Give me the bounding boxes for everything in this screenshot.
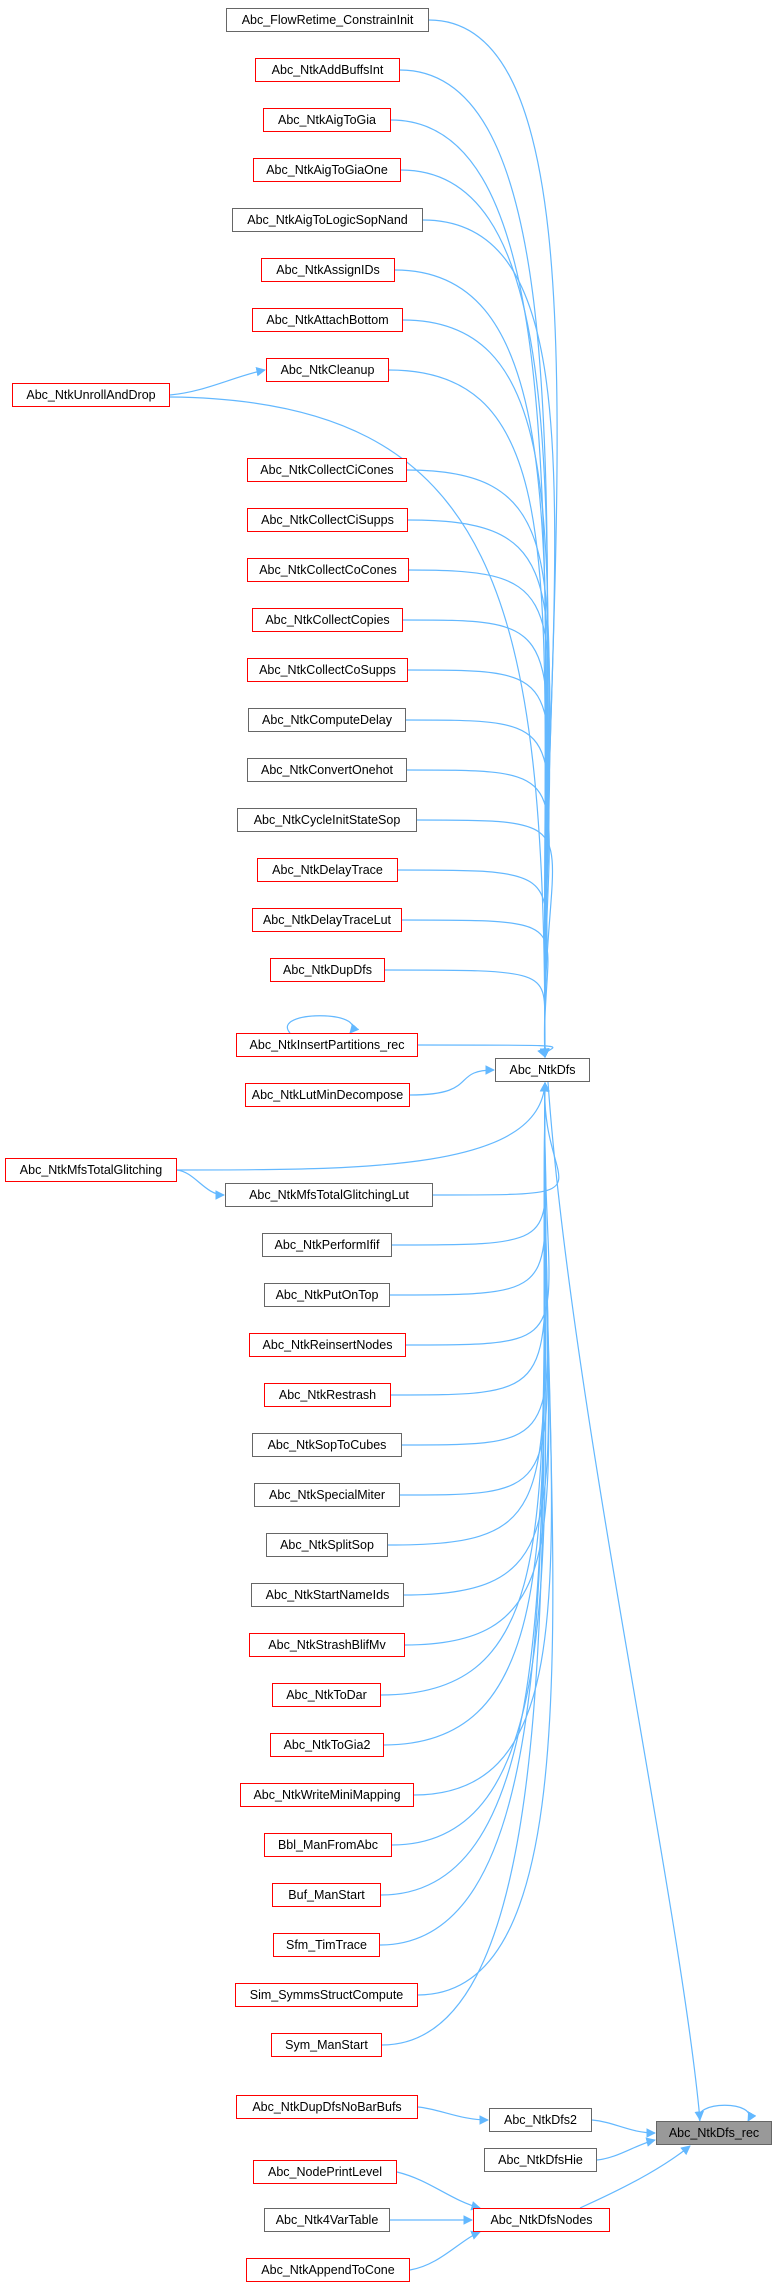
node-abc-ntkcollectcosupps[interactable]: Abc_NtkCollectCoSupps [247,658,408,682]
edge-n22-to-abc-ntkdfs [176,1082,550,1171]
edge-nodeprintlevel-to-dfsnodes [396,2171,481,2211]
edge-n11-to-abc-ntkdfs [408,569,551,1058]
node-abc-ntkdupdfsnobarbufs[interactable]: Abc_NtkDupDfsNoBarBufs [236,2095,418,2119]
edge-n5-to-abc-ntkdfs [394,269,550,1058]
node-abc-ntk4vartable[interactable]: Abc_Ntk4VarTable [264,2208,390,2232]
node-abc-ntkperformifif[interactable]: Abc_NtkPerformIfif [262,1233,392,1257]
node-abc-ntkattachbottom[interactable]: Abc_NtkAttachBottom [252,308,403,332]
node-abc-ntkdfs[interactable]: Abc_NtkDfs [495,1058,590,1082]
node-abc-ntkdupdfs[interactable]: Abc_NtkDupDfs [270,958,385,982]
node-buf-manstart[interactable]: Buf_ManStart [272,1883,381,1907]
edge-mfstotalglitching-to-lut [176,1169,225,1200]
node-abc-ntkconvertonehot[interactable]: Abc_NtkConvertOnehot [247,758,407,782]
node-abc-ntkaddbuffsint[interactable]: Abc_NtkAddBuffsInt [255,58,400,82]
node-abc-ntkcollectcocones[interactable]: Abc_NtkCollectCoCones [247,558,409,582]
node-abc-ntkwriteminimapping[interactable]: Abc_NtkWriteMiniMapping [240,1783,414,1807]
node-abc-ntktodar[interactable]: Abc_NtkToDar [272,1683,381,1707]
edge-n21-to-abc-ntkdfs [409,1065,495,1096]
node-abc-ntkmfstotalglitching[interactable]: Abc_NtkMfsTotalGlitching [5,1158,177,1182]
node-sim-symmsstructcompute[interactable]: Sim_SymmsStructCompute [235,1983,418,2007]
edge-n2-to-abc-ntkdfs [390,119,550,1058]
node-abc-ntkcomputedelay[interactable]: Abc_NtkComputeDelay [248,708,406,732]
edge-dfs-rec-self-loop [698,2104,757,2122]
edge-n9-to-abc-ntkdfs [406,469,550,1058]
node-abc-ntkinsertpartitions-rec[interactable]: Abc_NtkInsertPartitions_rec [236,1033,418,1057]
edge-n30-to-abc-ntkdfs [387,1082,550,1546]
node-abc-ntkmfstotalglitchinglut[interactable]: Abc_NtkMfsTotalGlitchingLut [225,1183,433,1207]
node-abc-ntkstartnameids[interactable]: Abc_NtkStartNameIds [251,1583,404,1607]
node-abc-ntklutmindecompose[interactable]: Abc_NtkLutMinDecompose [245,1083,410,1107]
edge-insertpartitions-self-loop [286,1015,360,1034]
edge-n7-to-abc-ntkdfs [388,369,550,1058]
edge-dfshie-to-dfs-rec [596,2137,656,2161]
node-abc-ntkdfs-rec-focus: Abc_NtkDfs_rec [656,2121,772,2145]
edge-n12-to-abc-ntkdfs [402,619,550,1058]
node-abc-ntkunrollanddrop[interactable]: Abc_NtkUnrollAndDrop [12,383,170,407]
node-abc-ntkcleanup[interactable]: Abc_NtkCleanup [266,358,389,382]
edge-dupbar-to-dfs2 [417,2106,489,2125]
node-abc-ntkdelaytracelut[interactable]: Abc_NtkDelayTraceLut [252,908,402,932]
edge-n27-to-abc-ntkdfs [390,1082,550,1396]
edge-n39-to-abc-ntkdfs [417,1082,554,1996]
node-abc-ntkdfshie[interactable]: Abc_NtkDfsHie [484,2148,597,2172]
edge-n18-to-abc-ntkdfs [401,919,550,1058]
node-abc-ntksoptocubes[interactable]: Abc_NtkSopToCubes [252,1433,402,1457]
edge-n10-to-abc-ntkdfs [407,519,551,1058]
edge-dfsnodes-to-dfs-rec [579,2145,691,2209]
edge-appendtocone-to-dfsnodes [409,2230,481,2271]
node-sfm-timtrace[interactable]: Sfm_TimTrace [273,1933,380,1957]
edge-n4-to-abc-ntkdfs [422,219,556,1058]
edge-n14-to-abc-ntkdfs [405,719,550,1058]
node-abc-ntkcollectcicones[interactable]: Abc_NtkCollectCiCones [247,458,407,482]
node-abc-ntkstrashblifmv[interactable]: Abc_NtkStrashBlifMv [249,1633,405,1657]
node-abc-ntkappendtocone[interactable]: Abc_NtkAppendToCone [246,2258,410,2282]
node-abc-ntkreinsertnodes[interactable]: Abc_NtkReinsertNodes [249,1333,406,1357]
node-abc-ntkdfsnodes[interactable]: Abc_NtkDfsNodes [473,2208,610,2232]
node-abc-ntktogia2[interactable]: Abc_NtkToGia2 [270,1733,384,1757]
node-sym-manstart[interactable]: Sym_ManStart [271,2033,382,2057]
edge-n16-to-abc-ntkdfs [416,819,554,1058]
node-abc-flowretime-constraininit[interactable]: Abc_FlowRetime_ConstrainInit [226,8,429,32]
edge-n38-to-abc-ntkdfs [379,1082,550,1946]
node-abc-ntkputontop[interactable]: Abc_NtkPutOnTop [264,1283,390,1307]
edge-n24-to-abc-ntkdfs [391,1082,550,1246]
node-abc-ntkrestrash[interactable]: Abc_NtkRestrash [264,1383,391,1407]
edge-n32-to-abc-ntkdfs [404,1082,550,1646]
node-abc-ntksplitsop[interactable]: Abc_NtkSplitSop [266,1533,388,1557]
edge-n40-to-abc-ntkdfs [381,1082,550,2046]
node-abc-ntkaigtogiaone[interactable]: Abc_NtkAigToGiaOne [253,158,401,182]
edge-abc-ntkdfs-to-dfs-rec [547,1081,704,2121]
edge-n20-to-abc-ntkdfs [417,1044,554,1058]
edge-n28-to-abc-ntkdfs [401,1082,550,1446]
node-abc-ntkaigtologicsopnand[interactable]: Abc_NtkAigToLogicSopNand [232,208,423,232]
edge-n29-to-abc-ntkdfs [399,1082,550,1496]
edge-n26-to-abc-ntkdfs [405,1082,550,1346]
edge-n15-to-abc-ntkdfs [406,769,550,1058]
edge-n17-to-abc-ntkdfs [397,869,550,1058]
edge-dfs2-to-dfs-rec [591,2119,656,2138]
node-abc-ntkspecialmiter[interactable]: Abc_NtkSpecialMiter [254,1483,400,1507]
edge-n0-to-abc-ntkdfs [428,19,558,1058]
edge-n23-to-abc-ntkdfs [432,1082,560,1196]
node-abc-ntkassignids[interactable]: Abc_NtkAssignIDs [261,258,395,282]
node-abc-ntkcollectcisupps[interactable]: Abc_NtkCollectCiSupps [247,508,408,532]
node-abc-ntkdfs2[interactable]: Abc_NtkDfs2 [489,2108,592,2132]
node-bbl-manfromabc[interactable]: Bbl_ManFromAbc [264,1833,392,1857]
node-abc-ntkcollectcopies[interactable]: Abc_NtkCollectCopies [252,608,403,632]
edge-n33-to-abc-ntkdfs [380,1082,550,1696]
node-abc-nodeprintlevel[interactable]: Abc_NodePrintLevel [253,2160,397,2184]
node-abc-ntkcycleinitstatesop[interactable]: Abc_NtkCycleInitStateSop [237,808,417,832]
edge-n3-to-abc-ntkdfs [400,169,550,1058]
node-abc-ntkaigtogia[interactable]: Abc_NtkAigToGia [263,108,391,132]
node-abc-ntkdelaytrace[interactable]: Abc_NtkDelayTrace [257,858,398,882]
edge-n6-to-abc-ntkdfs [402,319,550,1058]
edge-unrollanddrop-to-cleanup [169,366,266,396]
edge-unrollanddrop-to-abc-ntkdfs [169,396,550,1058]
